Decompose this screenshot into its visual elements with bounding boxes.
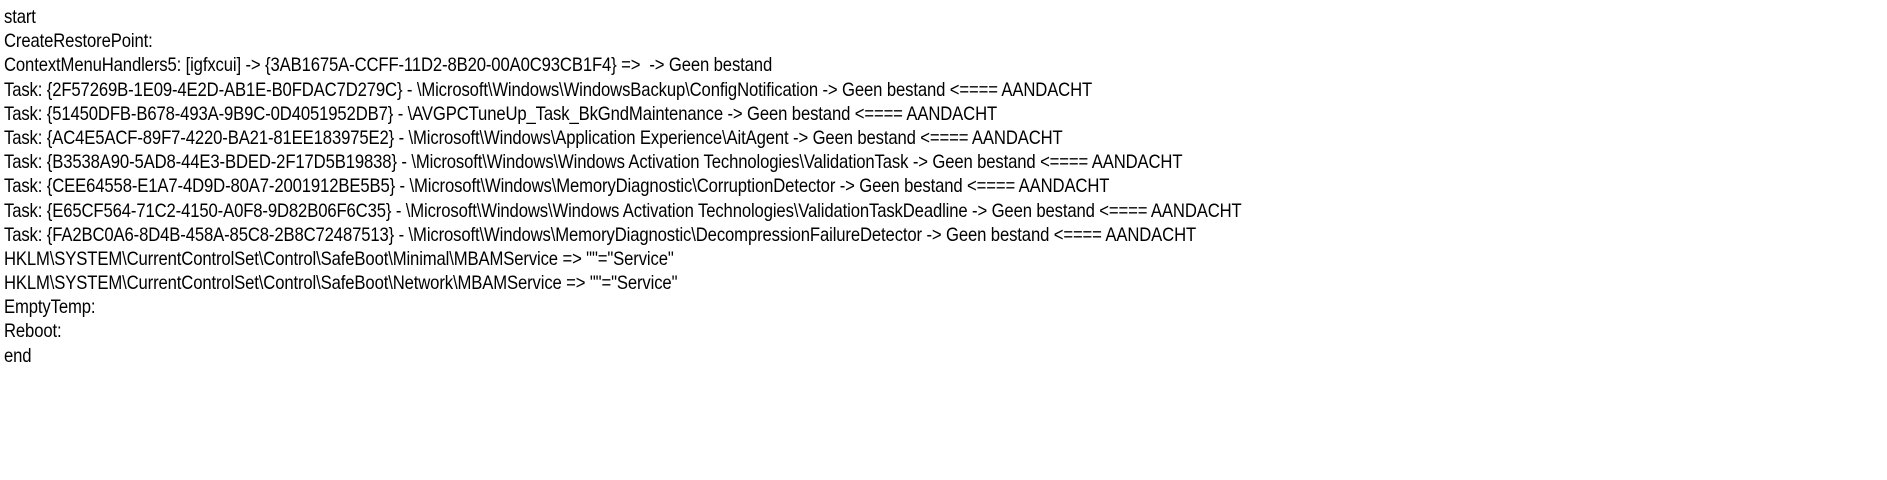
- log-line: HKLM\SYSTEM\CurrentControlSet\Control\Sa…: [4, 272, 678, 295]
- log-line: CreateRestorePoint:: [4, 30, 153, 53]
- log-line: Task: {FA2BC0A6-8D4B-458A-85C8-2B8C72487…: [4, 223, 1197, 246]
- log-line: start: [4, 6, 36, 28]
- log-line: Task: {AC4E5ACF-89F7-4220-BA21-81EE18397…: [4, 126, 1063, 149]
- log-line: HKLM\SYSTEM\CurrentControlSet\Control\Sa…: [4, 247, 674, 270]
- log-line: Task: {CEE64558-E1A7-4D9D-80A7-2001912BE…: [4, 175, 1110, 198]
- log-line: ContextMenuHandlers5: [igfxcui] -> {3AB1…: [4, 54, 773, 77]
- fixlist-text-block: start CreateRestorePoint: ContextMenuHan…: [4, 5, 1883, 368]
- log-line: Task: {E65CF564-71C2-4150-A0F8-9D82B06F6…: [4, 199, 1242, 222]
- log-line: Reboot:: [4, 320, 62, 343]
- log-line: end: [4, 344, 32, 367]
- log-line: Task: {B3538A90-5AD8-44E3-BDED-2F17D5B19…: [4, 151, 1183, 174]
- log-line: EmptyTemp:: [4, 296, 96, 319]
- log-line: Task: {51450DFB-B678-493A-9B9C-0D4051952…: [4, 102, 998, 125]
- log-line: Task: {2F57269B-1E09-4E2D-AB1E-B0FDAC7D2…: [4, 78, 1093, 101]
